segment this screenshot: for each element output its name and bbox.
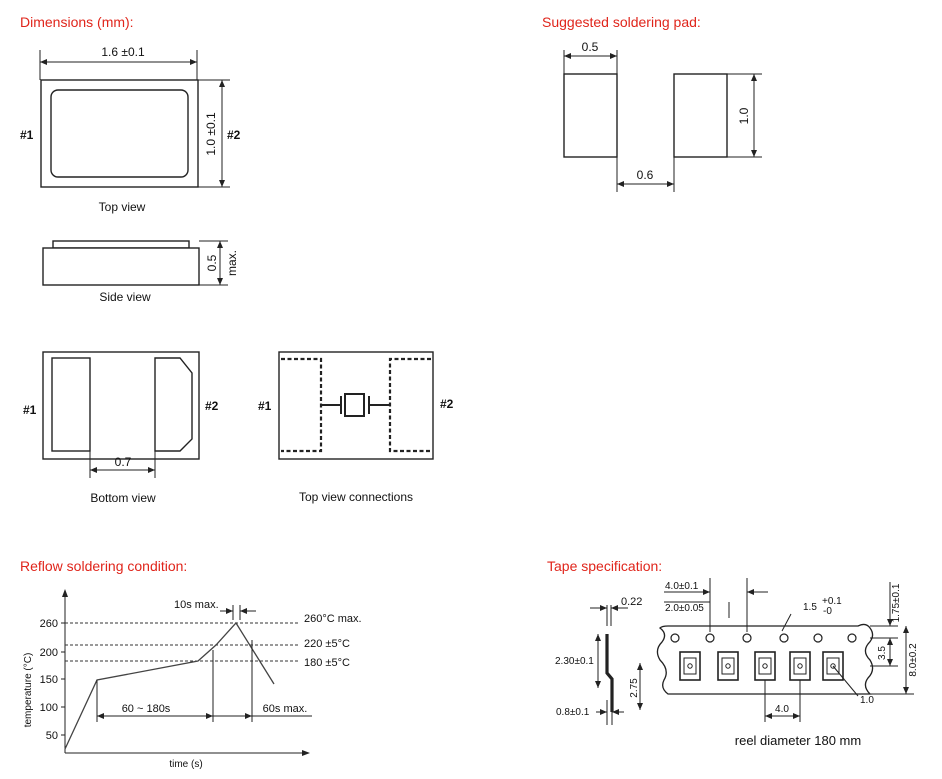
pocket-hole-dim: 1.0 xyxy=(860,695,874,706)
top-view-caption: Top view xyxy=(99,200,146,214)
band2-label: 180 ±5°C xyxy=(304,657,350,669)
peak-label: 260°C max. xyxy=(304,613,362,625)
pocket-center-dim: 3.5 xyxy=(877,646,888,660)
bottom-view: 0.7 #1 #2 Bottom view xyxy=(23,351,219,505)
connections-pin1-label: #1 xyxy=(258,399,272,413)
bottom-dim: 0.8±0.1 xyxy=(556,707,590,718)
hole-tol-plus: +0.1 xyxy=(822,596,842,607)
y-tick-label: 50 xyxy=(46,730,58,742)
x-axis-label: time (s) xyxy=(169,759,202,770)
cover-depth-dim: 2.30±0.1 xyxy=(555,656,594,667)
carrier-depth-dim: 2.75 xyxy=(629,678,640,698)
side-view: 0.5 max. Side view xyxy=(42,240,239,304)
pad-gap-dim: 0.6 xyxy=(637,168,654,182)
preheat-label: 60 ~ 180s xyxy=(122,703,171,715)
tape-thickness-dim: 0.22 xyxy=(621,596,642,608)
y-tick-label: 200 xyxy=(40,647,58,659)
side-thickness-max: max. xyxy=(225,250,239,276)
bottom-view-caption: Bottom view xyxy=(90,491,156,505)
connections-view: #1 #2 Top view connections xyxy=(258,351,454,504)
above-liquidus-label: 60s max. xyxy=(263,703,308,715)
y-ticks: 260 200 150 100 50 xyxy=(40,618,65,742)
top-pin2-label: #2 xyxy=(227,128,241,142)
tape-cross-section xyxy=(605,634,614,712)
hole-pitch-dim: 4.0±0.1 xyxy=(665,581,699,592)
band1-label: 220 ±5°C xyxy=(304,638,350,650)
connections-pin2-label: #2 xyxy=(440,397,454,411)
peak-time-label: 10s max. xyxy=(174,599,219,611)
top-pin1-label: #1 xyxy=(20,128,34,142)
tape-heading: Tape specification: xyxy=(547,558,662,574)
top-width-dim: 1.6 ±0.1 xyxy=(101,45,145,59)
edge-dim: 1.75±0.1 xyxy=(891,583,902,622)
tape-drawing: 0.22 2.30±0.1 2.75 0.8±0.1 xyxy=(555,578,919,748)
reflow-profile-curve xyxy=(64,621,275,750)
reel-diameter-label: reel diameter 180 mm xyxy=(735,733,861,748)
top-height-dim: 1.0 ±0.1 xyxy=(204,112,218,156)
bottom-pin1-label: #1 xyxy=(23,403,37,417)
y-tick-label: 150 xyxy=(40,674,58,686)
pocket-pitch-dim: 4.0 xyxy=(775,704,789,715)
bottom-pin2-label: #2 xyxy=(205,399,219,413)
half-pitch-dim: 2.0±0.05 xyxy=(665,603,704,614)
hole-dia-dim: 1.5 xyxy=(803,602,817,613)
y-tick-label: 100 xyxy=(40,702,58,714)
connections-view-caption: Top view connections xyxy=(299,490,413,504)
reflow-heading: Reflow soldering condition: xyxy=(20,558,187,574)
hole-tol-minus: -0 xyxy=(823,606,832,617)
pad-height-dim: 1.0 xyxy=(737,107,751,124)
side-thickness-dim: 0.5 xyxy=(205,254,219,271)
dimensions-heading: Dimensions (mm): xyxy=(20,14,134,30)
pad-width-dim: 0.5 xyxy=(582,40,599,54)
soldering-pad-drawing: 0.5 1.0 0.6 xyxy=(563,40,762,192)
y-axis-label: temperature (°C) xyxy=(23,653,34,728)
side-view-caption: Side view xyxy=(99,290,151,304)
top-view: 1.6 ±0.1 1.0 ±0.1 #1 #2 Top view xyxy=(20,45,241,214)
bottom-pad-gap-dim: 0.7 xyxy=(115,455,132,469)
pad-heading: Suggested soldering pad: xyxy=(542,14,701,30)
sprocket-holes xyxy=(670,633,857,643)
y-tick-label: 260 xyxy=(40,618,58,630)
tape-width-dim: 8.0±0.2 xyxy=(908,643,919,677)
reflow-chart: 260 200 150 100 50 temperature (°C) time… xyxy=(23,589,362,770)
